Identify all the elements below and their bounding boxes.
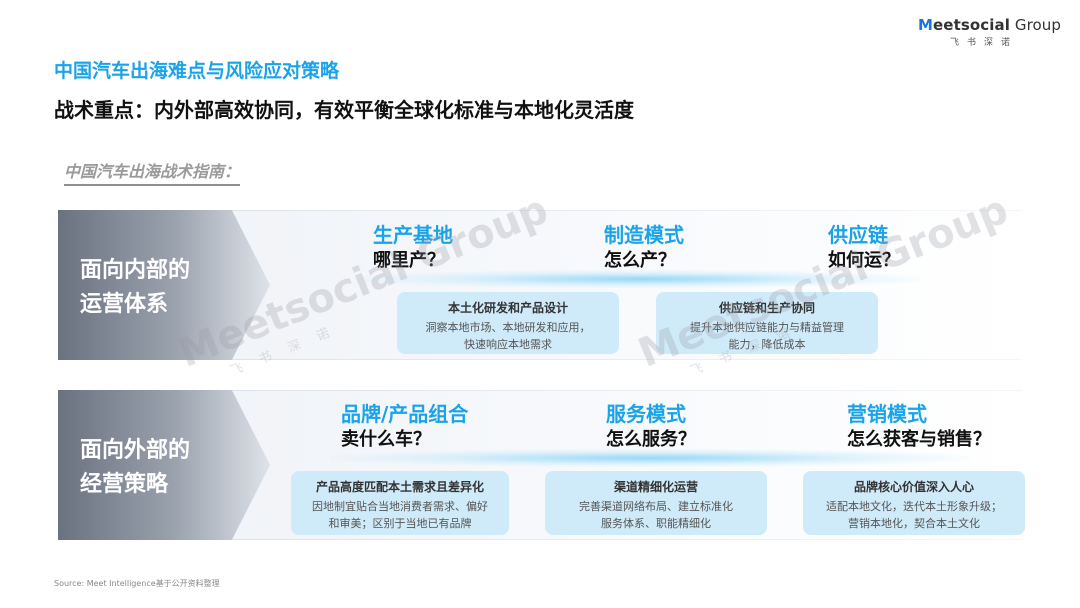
card-title: 供应链和生产协同	[718, 301, 815, 315]
question-how-produce: 怎么产？	[604, 250, 676, 271]
page-title: 中国汽车出海难点与风险应对策略	[54, 60, 340, 82]
internal-arrow: 面向内部的 运营体系	[58, 210, 270, 360]
brand-logo: Meetsocial Group 飞书深诺	[918, 16, 1062, 48]
source-note: Source: Meet Intelligence基于公开资料整理	[54, 579, 220, 588]
heading-supply-chain: 供应链	[828, 223, 888, 247]
card-brand-value: 品牌核心价值深入人心 适配本地文化，迭代本土形象升级； 营销本地化，契合本土文化	[803, 471, 1025, 535]
card-channel-ops: 渠道精细化运营 完善渠道网络布局、建立标准化 服务体系、职能精细化	[545, 471, 767, 535]
brand-name: Meetsocial Group	[918, 16, 1062, 34]
card-title: 本土化研发和产品设计	[447, 301, 568, 315]
card-desc: 完善渠道网络布局、建立标准化 服务体系、职能精细化	[579, 500, 733, 530]
question-what-car: 卖什么车？	[341, 429, 431, 450]
card-supply-production: 供应链和生产协同 提升本地供应链能力与精益管理 能力，降低成本	[656, 292, 878, 354]
question-where: 哪里产？	[373, 250, 445, 271]
card-desc: 提升本地供应链能力与精益管理 能力，降低成本	[690, 321, 844, 351]
question-how-serve: 怎么服务？	[606, 429, 696, 450]
heading-marketing-mode: 营销模式	[847, 402, 927, 426]
card-desc: 适配本地文化，迭代本土形象升级； 营销本地化，契合本土文化	[826, 500, 1002, 530]
guide-label: 中国汽车出海战术指南：	[64, 158, 241, 186]
question-how-ship: 如何运？	[828, 250, 900, 271]
heading-service-mode: 服务模式	[606, 402, 686, 426]
card-title: 渠道精细化运营	[613, 480, 698, 494]
external-light-beam	[330, 449, 970, 467]
question-how-acquire: 怎么获客与销售？	[847, 429, 991, 450]
card-title: 品牌核心价值深入人心	[853, 480, 974, 494]
heading-brand-product-mix: 品牌/产品组合	[341, 402, 469, 426]
heading-production-base: 生产基地	[373, 223, 453, 247]
external-arrow: 面向外部的 经营策略	[58, 390, 270, 540]
card-title: 产品高度匹配本土需求且差异化	[315, 480, 484, 494]
internal-light-beam	[360, 270, 920, 288]
heading-manufacturing-mode: 制造模式	[604, 223, 684, 247]
card-product-fit: 产品高度匹配本土需求且差异化 因地制宜贴合当地消费者需求、偏好 和审美；区别于当…	[291, 471, 509, 535]
card-localized-rd: 本土化研发和产品设计 洞察本地市场、本地研发和应用， 快速响应本地需求	[397, 292, 619, 354]
internal-label: 面向内部的 运营体系	[80, 258, 191, 317]
card-desc: 因地制宜贴合当地消费者需求、偏好 和审美；区别于当地已有品牌	[312, 500, 488, 530]
page-subtitle: 战术重点：内外部高效协同，有效平衡全球化标准与本地化灵活度	[54, 98, 634, 122]
external-label: 面向外部的 经营策略	[80, 438, 191, 497]
brand-sub: 飞书深诺	[950, 38, 1019, 48]
card-desc: 洞察本地市场、本地研发和应用， 快速响应本地需求	[425, 321, 591, 351]
